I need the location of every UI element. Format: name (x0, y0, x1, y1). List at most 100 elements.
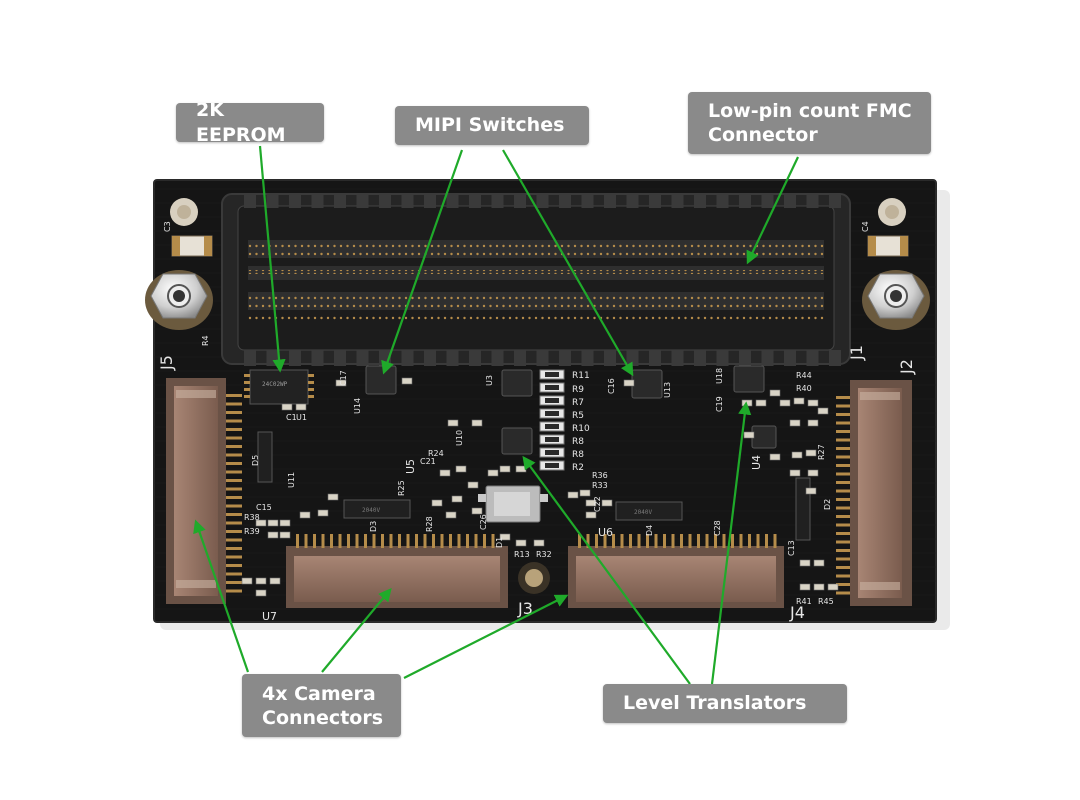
silk-r2: R2 (572, 463, 584, 473)
chip-u3 (501, 369, 533, 397)
fmc-tooth (424, 194, 436, 208)
smd-passive (755, 399, 767, 407)
fpc-pin (226, 479, 242, 482)
fpc-pin (586, 534, 590, 548)
fmc-tooth (244, 194, 256, 208)
silk-r36: R36 (592, 471, 608, 480)
fpc-pin (449, 534, 452, 548)
fpc-pin (680, 534, 683, 548)
chip-d2 (795, 477, 811, 541)
fpc-pin (836, 506, 850, 510)
callout-eeprom: 2K EEPROM (176, 103, 324, 142)
smd-passive (793, 397, 805, 405)
silk-u1: U1 (296, 413, 307, 422)
leader-line (403, 594, 569, 679)
fpc-pin (836, 583, 850, 586)
silk-c21: C21 (420, 457, 436, 466)
camera-connector-j2 (850, 380, 912, 606)
silk-d2: D2 (823, 499, 832, 510)
mounting-pad-right-inner (885, 205, 899, 219)
leader-line (258, 145, 286, 373)
silk-r4: R4 (201, 335, 210, 346)
fpc-pin (773, 534, 777, 548)
fpc-pin (637, 534, 641, 548)
silk-r41: R41 (796, 597, 812, 606)
fmc-tooth (311, 194, 324, 208)
silk-r13: R13 (514, 550, 530, 559)
fpc-pin (226, 436, 242, 440)
fpc-pin (313, 534, 316, 548)
camera-connector-j2-pins (836, 396, 850, 595)
mounting-hole-bottom-pad (525, 569, 543, 587)
fpc-pin (398, 534, 401, 548)
capacitor-c4-terminal (900, 236, 908, 256)
smd-passive (799, 583, 811, 591)
fmc-tooth (514, 194, 526, 208)
leader-line (746, 156, 799, 265)
fmc-tooth (604, 350, 616, 366)
fpc-pin (457, 534, 461, 548)
fmc-tooth (491, 350, 504, 366)
fmc-tooth (559, 194, 571, 208)
silk-r9: R9 (572, 385, 584, 395)
silk-d4: D4 (645, 525, 654, 536)
leader-line (522, 455, 691, 685)
leader-line (321, 587, 392, 673)
fmc-tooth (401, 194, 414, 208)
fpc-pin (226, 572, 242, 576)
fpc-pin (671, 534, 675, 548)
silk-r32: R32 (536, 550, 552, 559)
resistor-body (545, 385, 559, 390)
fpc-pin (663, 534, 666, 548)
fpc-pin (226, 411, 242, 414)
smd-passive (499, 465, 511, 473)
fmc-tooth (694, 194, 706, 208)
soic-chip-right (615, 501, 683, 521)
fpc-pin (432, 534, 435, 548)
fpc-pin (836, 455, 850, 459)
fpc-pin (364, 534, 367, 548)
smd-passive (255, 589, 267, 597)
camera-connector-j3 (286, 546, 508, 608)
camera-connector-j4-pins (578, 534, 777, 548)
fpc-pin (578, 534, 581, 548)
silk-u3: U3 (485, 375, 494, 386)
smd-passive (813, 559, 825, 567)
level-translator-u18 (733, 365, 765, 393)
fpc-pin (836, 413, 850, 416)
fpc-pin (330, 534, 333, 548)
fpc-pin (836, 421, 850, 425)
fmc-tooth (379, 194, 391, 208)
fpc-pin (836, 557, 850, 561)
soic-chip-right-marking: 2040V (634, 509, 652, 516)
fmc-tooth (559, 350, 571, 366)
fpc-pin (226, 445, 242, 448)
silk-r28: R28 (425, 516, 434, 532)
fpc-pin (739, 534, 743, 548)
fmc-tooth (289, 194, 301, 208)
camera-connector-j5 (166, 378, 226, 604)
fpc-pin (836, 464, 850, 467)
silk-u14: U14 (353, 398, 362, 414)
fmc-tooth (694, 350, 706, 366)
fpc-pin (836, 447, 850, 450)
silk-u10: U10 (455, 430, 464, 446)
fpc-pin (836, 481, 850, 484)
fmc-tooth (491, 194, 504, 208)
smd-passive (467, 481, 479, 489)
fmc-tooth (469, 194, 481, 208)
silk-r24: R24 (428, 449, 444, 458)
fpc-pin (381, 534, 384, 548)
fmc-tooth (581, 350, 594, 366)
fmc-connector-j1 (221, 193, 851, 365)
fpc-pin (226, 428, 242, 431)
eeprom-chip-marking: 24C02WP (262, 381, 288, 388)
smd-passive (255, 577, 267, 585)
fpc-pin (226, 530, 242, 533)
fpc-pin (836, 523, 850, 527)
fpc-pin (406, 534, 410, 548)
fpc-pin (836, 549, 850, 552)
smd-passive (255, 519, 267, 527)
resistor-body (545, 450, 559, 455)
fmc-tooth (739, 194, 751, 208)
